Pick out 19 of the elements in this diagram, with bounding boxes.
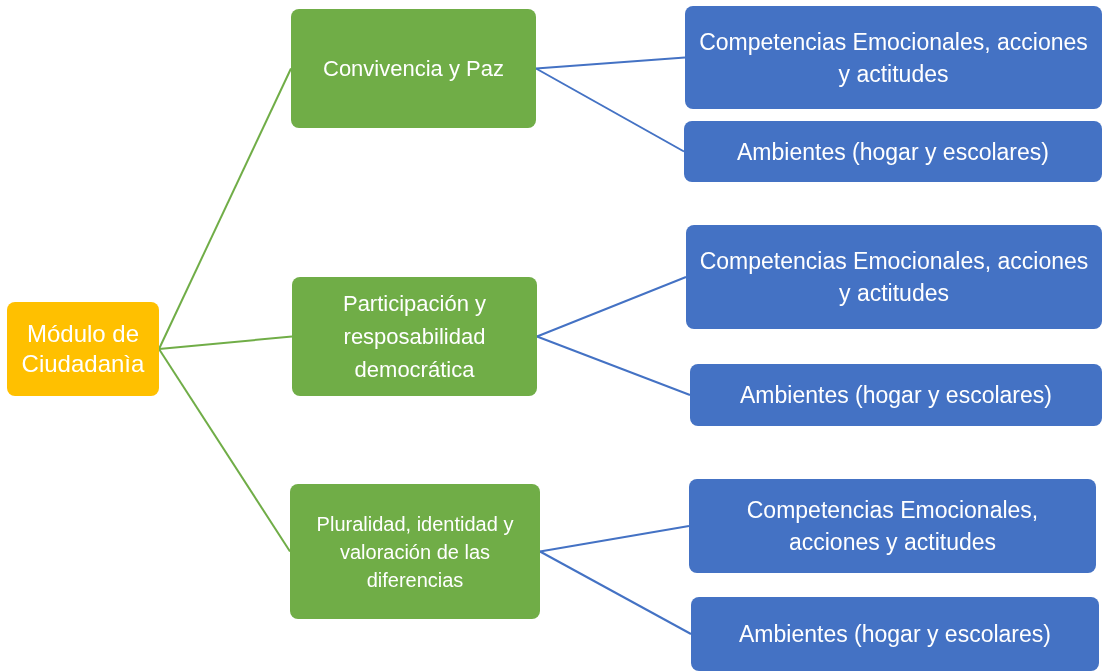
topic-box: Convivencia y Paz	[291, 9, 536, 128]
connector-line	[539, 525, 690, 553]
connector-line	[158, 348, 291, 553]
item-box: Competencias Emocionales, acciones y actitudes	[685, 6, 1102, 109]
item-box: Ambientes (hogar y escolares)	[684, 121, 1102, 182]
root-box: Módulo de Ciudadanìa	[7, 302, 159, 396]
connector-line	[158, 335, 293, 350]
item-box: Competencias Emocionales, acciones y actitudes	[689, 479, 1096, 573]
connector-line	[539, 550, 692, 635]
topic-box: Pluralidad, identidad y valoración de las diferencias	[290, 484, 540, 619]
connector-line	[535, 56, 686, 70]
connector-line	[536, 335, 691, 396]
item-box: Ambientes (hogar y escolares)	[690, 364, 1102, 426]
connector-line	[536, 276, 687, 338]
item-box: Competencias Emocionales, acciones y actitudes	[686, 225, 1102, 329]
connector-line	[535, 67, 685, 153]
connector-line	[158, 67, 292, 350]
topic-box: Participación y resposabilidad democrática	[292, 277, 537, 396]
item-box: Ambientes (hogar y escolares)	[691, 597, 1099, 671]
